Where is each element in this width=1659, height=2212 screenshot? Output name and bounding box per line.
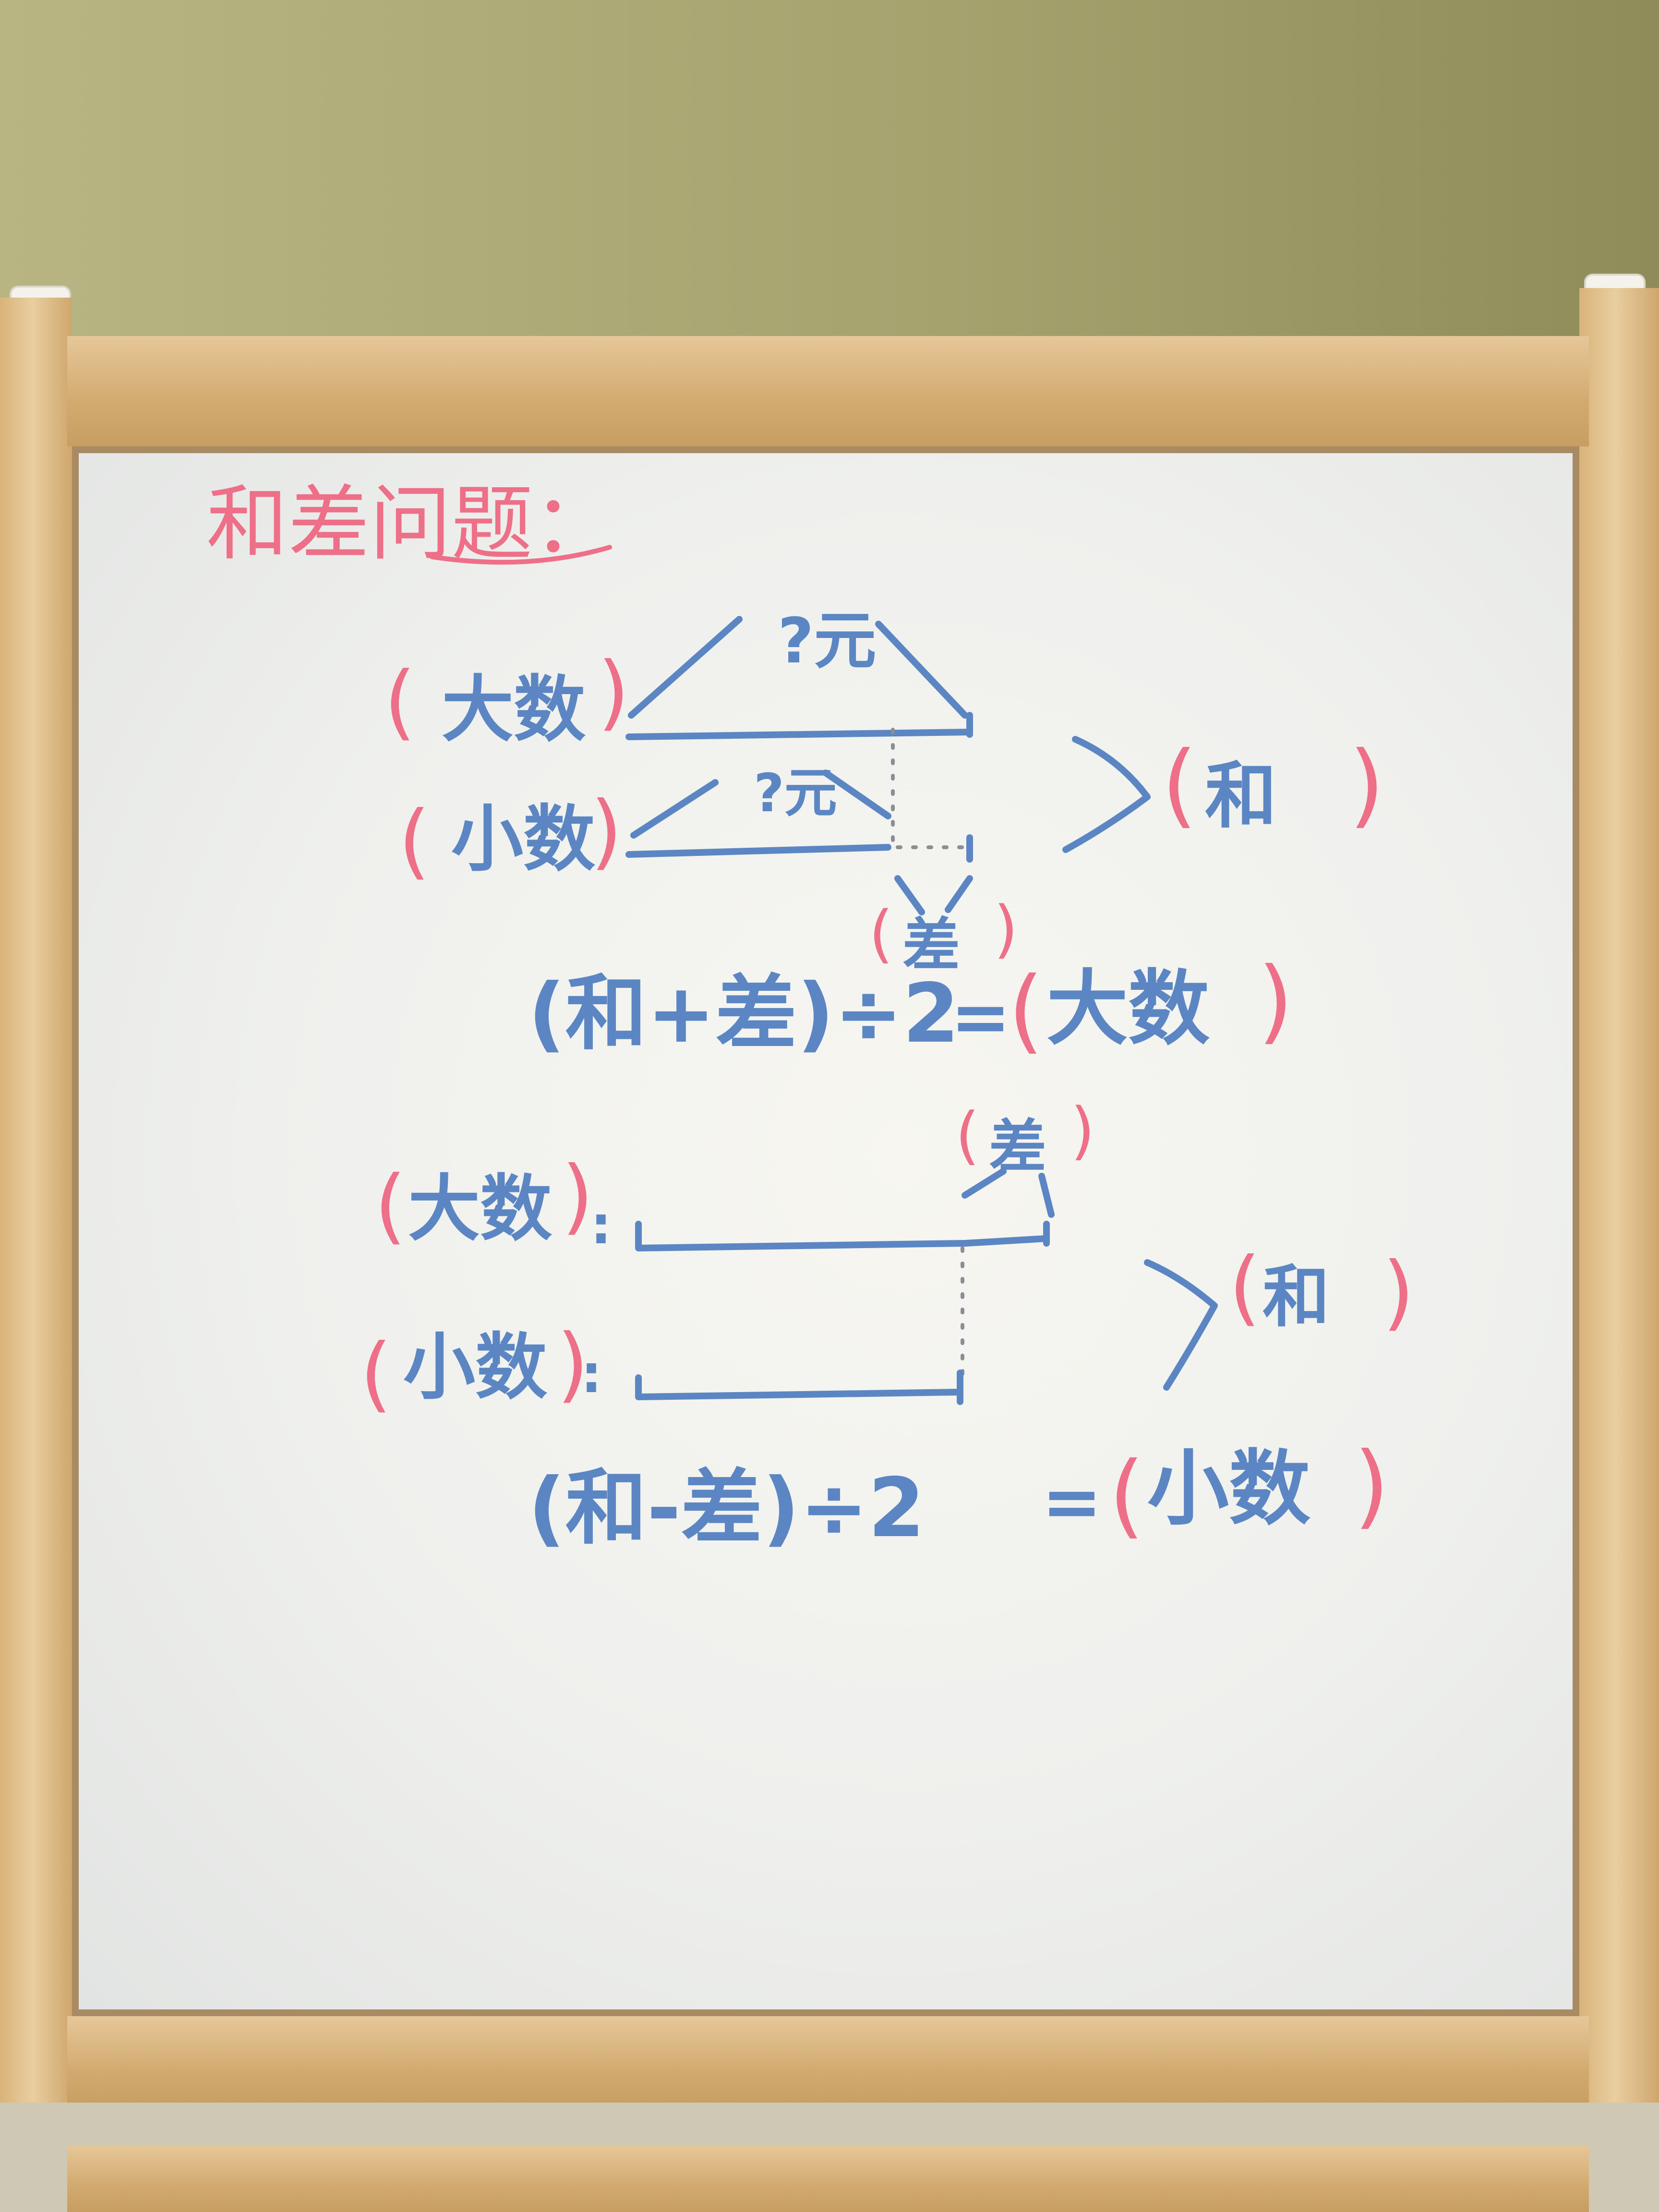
paren-open-small-1: ( bbox=[398, 793, 430, 889]
paren-close-small-2: ) bbox=[557, 1317, 589, 1412]
bar-big-1 bbox=[625, 712, 973, 740]
easel-top-bar bbox=[67, 336, 1589, 446]
question-small-1: ?元 bbox=[754, 762, 837, 824]
label-big-1: 大数 bbox=[442, 668, 586, 752]
sum-paren-open-1: ( bbox=[1162, 732, 1197, 838]
sum-paren-close-1: ) bbox=[1349, 732, 1384, 838]
formula-result-paren-open-1: ( bbox=[1008, 957, 1044, 1063]
diff-label-2: 差 bbox=[989, 1114, 1046, 1180]
diff-paren-close-1: ) bbox=[994, 892, 1018, 965]
formula-eq-2: = bbox=[1042, 1460, 1102, 1544]
paren-open-big-1: ( bbox=[384, 654, 416, 749]
formula-result-paren-close-1: ) bbox=[1258, 948, 1293, 1054]
paren-open-big-2: ( bbox=[374, 1158, 406, 1253]
sum-paren-open-2: ( bbox=[1229, 1240, 1261, 1335]
paren-close-big-2: ) bbox=[562, 1149, 593, 1244]
sum-label-2: 和 bbox=[1262, 1258, 1330, 1336]
brace-big-right-1 bbox=[875, 621, 968, 719]
paren-open-small-2: ( bbox=[360, 1326, 392, 1421]
question-big-1: ?元 bbox=[778, 604, 876, 677]
easel-leg-right bbox=[1579, 288, 1659, 2212]
title-underline bbox=[430, 545, 612, 565]
formula-result-2: 小数 bbox=[1147, 1442, 1310, 1537]
diff-brace-2 bbox=[962, 1168, 1055, 1218]
formula-result-1: 大数 bbox=[1046, 962, 1210, 1057]
label-big-2: 大数 bbox=[408, 1167, 552, 1251]
easel-leg-left bbox=[0, 298, 72, 2212]
brace-small-left-1 bbox=[630, 779, 719, 839]
formula-left-2: (和-差)÷2 bbox=[528, 1461, 925, 1556]
easel-lower-bar bbox=[67, 2146, 1589, 2212]
diff-brace-right-1 bbox=[945, 875, 973, 913]
diff-paren-open-1: ( bbox=[869, 897, 893, 970]
label-small-1: 小数 bbox=[451, 798, 595, 881]
sum-paren-close-2: ) bbox=[1382, 1245, 1414, 1340]
colon-big-2: : bbox=[590, 1194, 612, 1256]
sum-label-1: 和 bbox=[1205, 755, 1277, 838]
colon-small-2: : bbox=[581, 1343, 602, 1405]
diff-label-1: 差 bbox=[902, 912, 960, 979]
easel-bottom-bar bbox=[67, 2016, 1589, 2107]
diff-paren-close-2: ) bbox=[1070, 1094, 1095, 1167]
brace-big-left-1 bbox=[628, 616, 743, 719]
formula-result-paren-open-2: ( bbox=[1109, 1442, 1144, 1548]
paren-close-small-1: ) bbox=[590, 784, 622, 879]
whiteboard bbox=[72, 446, 1579, 2016]
bar-small-1 bbox=[625, 844, 891, 858]
label-small-2: 小数 bbox=[403, 1326, 547, 1409]
bar-small-2 bbox=[635, 1370, 963, 1405]
diff-paren-open-2: ( bbox=[955, 1099, 980, 1172]
diff-brace-left-1 bbox=[894, 875, 925, 915]
paren-close-big-1: ) bbox=[598, 645, 629, 740]
formula-left-1: (和+差)÷2 bbox=[528, 966, 960, 1061]
wall-background bbox=[0, 0, 1659, 365]
formula-result-paren-close-2: ) bbox=[1354, 1432, 1389, 1539]
formula-eq-1: = bbox=[950, 975, 1011, 1059]
bar-big-2 bbox=[635, 1221, 1050, 1251]
sum-bracket-2 bbox=[1144, 1259, 1218, 1391]
brace-small-right-1 bbox=[822, 769, 891, 819]
board-title: 和差问题： bbox=[206, 477, 614, 572]
sum-bracket-1 bbox=[1062, 736, 1151, 853]
